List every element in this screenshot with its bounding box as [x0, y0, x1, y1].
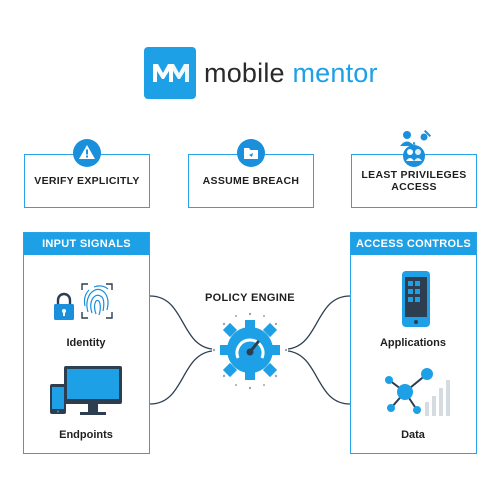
- principle-label-line2: ACCESS: [391, 181, 437, 193]
- logo-wordmark: mobile mentor: [204, 57, 378, 89]
- access-item-data: Data: [401, 429, 425, 441]
- logo-word-mobile: mobile: [204, 58, 285, 88]
- smartphone-icon: [402, 271, 430, 327]
- principle-label-line1: LEAST PRIVILEGES: [361, 169, 467, 181]
- devices-icon: [48, 366, 124, 418]
- folder-icon: [237, 139, 265, 167]
- access-controls-panel: ACCESS CONTROLS: [350, 232, 477, 454]
- logo-word-mentor: mentor: [292, 58, 378, 88]
- panel-title: ACCESS CONTROLS: [355, 238, 472, 250]
- principle-label: ASSUME BREACH: [202, 175, 300, 187]
- panel-title: INPUT SIGNALS: [42, 238, 131, 250]
- warning-icon: [73, 139, 101, 167]
- gear-gauge-icon: [210, 312, 290, 392]
- input-item-identity: Identity: [66, 337, 106, 349]
- access-item-applications: Applications: [379, 337, 446, 349]
- brand-logo: mobile mentor: [144, 47, 377, 99]
- input-signals-panel: INPUT SIGNALS: [23, 232, 150, 454]
- policy-engine-label: POLICY ENGINE: [205, 292, 295, 304]
- principle-label: VERIFY EXPLICITLY: [34, 175, 140, 187]
- svg-text:×: ×: [410, 144, 416, 152]
- input-signals-header: INPUT SIGNALS: [24, 233, 149, 255]
- users-icon: ×: [395, 128, 433, 170]
- input-item-endpoints: Endpoints: [59, 429, 113, 441]
- principle-least-privileges-access: LEAST PRIVILEGES ACCESS: [351, 154, 477, 208]
- access-controls-header: ACCESS CONTROLS: [351, 233, 476, 255]
- lock-icon: [52, 292, 76, 322]
- network-chart-icon: [381, 366, 453, 418]
- logo-mark-icon: [144, 47, 196, 99]
- fingerprint-icon: [80, 282, 114, 320]
